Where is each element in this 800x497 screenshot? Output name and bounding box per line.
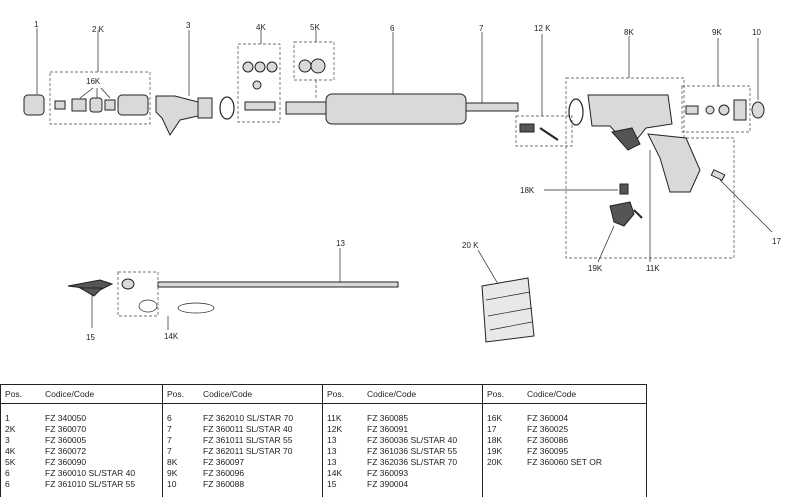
exploded-diagram: 1 2 K 16K 3 4K 5K bbox=[23, 20, 781, 343]
part-12k-line-release bbox=[519, 123, 559, 141]
callout-1: 1 bbox=[34, 20, 39, 29]
table-header: Pos. Codice/Code bbox=[323, 385, 483, 404]
header-code: Codice/Code bbox=[367, 389, 417, 399]
part-18k-pin bbox=[619, 183, 629, 195]
leader-20k bbox=[477, 249, 499, 285]
header-pos: Pos. bbox=[5, 389, 23, 399]
callout-4k: 4K bbox=[256, 23, 266, 32]
callout-5k: 5K bbox=[310, 23, 320, 32]
part-15-harpoon-tip bbox=[67, 279, 114, 297]
callout-20k: 20 K bbox=[462, 241, 479, 250]
callout-17: 17 bbox=[772, 237, 781, 246]
callout-13: 13 bbox=[336, 239, 345, 248]
callout-6: 6 bbox=[390, 24, 395, 33]
callout-11k: 11K bbox=[646, 264, 660, 273]
group-12k-box bbox=[515, 115, 573, 147]
callout-14k: 14K bbox=[164, 332, 179, 341]
part-20k-mesh-bag bbox=[481, 277, 535, 343]
header-code: Codice/Code bbox=[203, 389, 253, 399]
callout-18k: 18K bbox=[520, 186, 535, 195]
callout-16k: 16K bbox=[86, 77, 101, 86]
part-1-end-cap bbox=[23, 94, 45, 116]
part-7-inner-tube bbox=[465, 102, 519, 112]
callout-10: 10 bbox=[752, 28, 761, 37]
part-11k-spring bbox=[633, 209, 643, 219]
callout-19k: 19K bbox=[588, 264, 603, 273]
callout-12k: 12 K bbox=[534, 24, 551, 33]
callout-7: 7 bbox=[479, 24, 484, 33]
header-pos: Pos. bbox=[327, 389, 345, 399]
group-2k-box bbox=[49, 71, 151, 125]
header-code: Codice/Code bbox=[45, 389, 95, 399]
leader-19k bbox=[597, 225, 615, 263]
group-9k-box bbox=[681, 85, 751, 133]
leader-17 bbox=[719, 179, 773, 233]
callout-2k: 2 K bbox=[92, 25, 105, 34]
group-5k-box bbox=[293, 41, 335, 81]
callout-8k: 8K bbox=[624, 28, 634, 37]
leader-16k-c bbox=[100, 87, 111, 99]
header-pos: Pos. bbox=[487, 389, 505, 399]
part-3-muzzle-head bbox=[155, 95, 235, 137]
callout-3: 3 bbox=[186, 21, 191, 30]
header-pos: Pos. bbox=[167, 389, 185, 399]
group-14k-box bbox=[117, 271, 159, 317]
part-4k-valve bbox=[242, 61, 278, 111]
callout-9k: 9K bbox=[712, 28, 722, 37]
callout-15: 15 bbox=[86, 333, 95, 342]
part-6-barrel bbox=[285, 93, 467, 125]
leader-16k-a bbox=[79, 87, 94, 99]
group-4k-box bbox=[237, 43, 281, 123]
part-19k-trigger bbox=[609, 201, 635, 227]
table-header: Pos. Codice/Code bbox=[1, 385, 163, 404]
table-header: Pos. Codice/Code bbox=[163, 385, 323, 404]
part-5k-seals bbox=[298, 58, 326, 74]
group-8k-box bbox=[565, 77, 735, 259]
part-13-shaft bbox=[157, 281, 399, 288]
part-10-plug bbox=[751, 101, 765, 119]
part-9k-mechanism bbox=[685, 99, 747, 121]
header-code: Codice/Code bbox=[527, 389, 577, 399]
part-14k-line-kit bbox=[121, 278, 215, 314]
part-17-screw bbox=[710, 169, 726, 181]
table-header: Pos. Codice/Code bbox=[483, 385, 646, 404]
part-2k-bushings bbox=[54, 94, 149, 116]
part-8k-handle bbox=[568, 94, 701, 193]
